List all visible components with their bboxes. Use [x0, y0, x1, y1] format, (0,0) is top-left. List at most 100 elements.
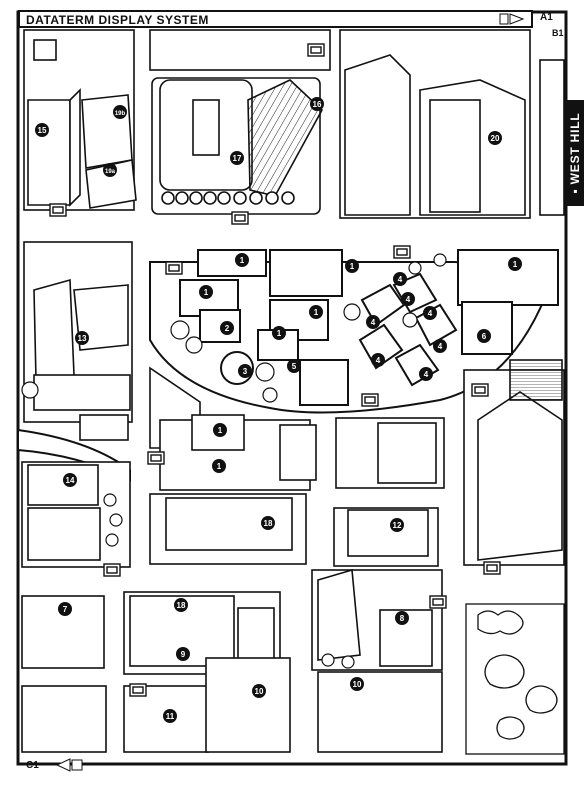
block-right-edge: [539, 59, 565, 216]
marker-label: 1: [513, 260, 518, 269]
building-marker-m3[interactable]: 3: [238, 364, 252, 378]
marker-dot: [75, 331, 89, 345]
marker-label: 11: [166, 712, 175, 721]
building-marker-m19a[interactable]: 19a: [103, 163, 117, 177]
marker-dot: [35, 123, 49, 137]
marker-label: 1: [204, 288, 209, 297]
grid-ref-top: A1: [540, 12, 553, 23]
marker-label: 4: [438, 342, 443, 351]
building-marker-m18b[interactable]: 18: [174, 598, 188, 612]
block-bottom: [21, 568, 443, 753]
marker-dot: [433, 339, 447, 353]
marker-dot: [423, 306, 437, 320]
building-marker-m13[interactable]: 13: [75, 331, 89, 345]
marker-label: 10: [353, 680, 362, 689]
marker-label: 18: [177, 601, 186, 610]
block-below-campus: [149, 366, 445, 491]
building-marker-m10a[interactable]: 10: [252, 684, 266, 698]
marker-dot: [310, 97, 324, 111]
marker-dot: [395, 611, 409, 625]
building-marker-m1h[interactable]: 1: [212, 459, 226, 473]
marker-dot: [174, 598, 188, 612]
camera-icon: [307, 43, 325, 57]
building-marker-m11[interactable]: 11: [163, 709, 177, 723]
building-marker-m1f[interactable]: 1: [508, 257, 522, 271]
camera-icon: [393, 245, 411, 259]
building-marker-m2[interactable]: 2: [220, 321, 234, 335]
marker-label: 4: [406, 295, 411, 304]
marker-dot: [366, 315, 380, 329]
marker-label: 14: [66, 476, 75, 485]
building-marker-m4c[interactable]: 4: [366, 315, 380, 329]
marker-dot: [103, 163, 117, 177]
building-marker-m5[interactable]: 5: [287, 359, 301, 373]
camera-icon: [103, 563, 121, 577]
building-marker-m1a[interactable]: 1: [235, 253, 249, 267]
marker-dot: [488, 131, 502, 145]
building-marker-m4e[interactable]: 4: [371, 353, 385, 367]
building-marker-m18a[interactable]: 18: [261, 516, 275, 530]
system-title: DATATERM DISPLAY SYSTEM: [26, 13, 209, 27]
marker-label: 2: [225, 324, 230, 333]
arrow-left-icon[interactable]: [56, 758, 86, 772]
building-marker-m15[interactable]: 15: [35, 123, 49, 137]
marker-label: 15: [38, 126, 47, 135]
marker-dot: [235, 253, 249, 267]
marker-label: 4: [424, 370, 429, 379]
camera-icon: [231, 211, 249, 225]
building-marker-m1c[interactable]: 1: [199, 285, 213, 299]
marker-dot: [163, 709, 177, 723]
building-marker-m4g[interactable]: 4: [419, 367, 433, 381]
building-marker-m4d[interactable]: 4: [423, 306, 437, 320]
marker-dot: [63, 473, 77, 487]
building-marker-m6[interactable]: 6: [477, 329, 491, 343]
arrow-right-icon[interactable]: [499, 13, 525, 25]
trees: [21, 253, 447, 669]
marker-label: 12: [393, 521, 402, 530]
building-marker-m1g[interactable]: 1: [213, 423, 227, 437]
marker-dot: [477, 329, 491, 343]
building-marker-m1e[interactable]: 1: [272, 326, 286, 340]
camera-icon: [471, 383, 489, 397]
building-marker-m4f[interactable]: 4: [433, 339, 447, 353]
building-marker-m8[interactable]: 8: [395, 611, 409, 625]
building-marker-m4a[interactable]: 4: [393, 272, 407, 286]
building-marker-m17[interactable]: 17: [230, 151, 244, 165]
marker-dot: [350, 677, 364, 691]
building-marker-m12[interactable]: 12: [390, 518, 404, 532]
marker-dot: [390, 518, 404, 532]
marker-dot: [272, 326, 286, 340]
marker-label: 13: [78, 334, 87, 343]
block-campus: [149, 249, 559, 414]
building-marker-m19b[interactable]: 19b: [113, 105, 127, 119]
marker-dot: [212, 459, 226, 473]
marker-dot: [309, 305, 323, 319]
marker-label: 9: [181, 650, 186, 659]
marker-dot: [371, 353, 385, 367]
camera-icon: [361, 393, 379, 407]
building-marker-m20[interactable]: 20: [488, 131, 502, 145]
building-marker-m10b[interactable]: 10: [350, 677, 364, 691]
building-marker-m14[interactable]: 14: [63, 473, 77, 487]
building-marker-m1b[interactable]: 1: [345, 259, 359, 273]
camera-icon: [483, 561, 501, 575]
marker-label: 4: [398, 275, 403, 284]
marker-label: 1: [218, 426, 223, 435]
building-marker-m7[interactable]: 7: [58, 602, 72, 616]
camera-icon: [147, 451, 165, 465]
building-marker-m9[interactable]: 9: [176, 647, 190, 661]
building-marker-m1d[interactable]: 1: [309, 305, 323, 319]
camera-icon: [129, 683, 147, 697]
marker-label: 1: [350, 262, 355, 271]
marker-label: 17: [233, 154, 242, 163]
marker-label: 1: [314, 308, 319, 317]
building-marker-m16[interactable]: 16: [310, 97, 324, 111]
marker-label: 20: [491, 134, 500, 143]
building-marker-m4b[interactable]: 4: [401, 292, 415, 306]
marker-label: 18: [264, 519, 273, 528]
marker-dot: [238, 364, 252, 378]
block-stadium: [151, 77, 323, 215]
marker-dot: [58, 602, 72, 616]
